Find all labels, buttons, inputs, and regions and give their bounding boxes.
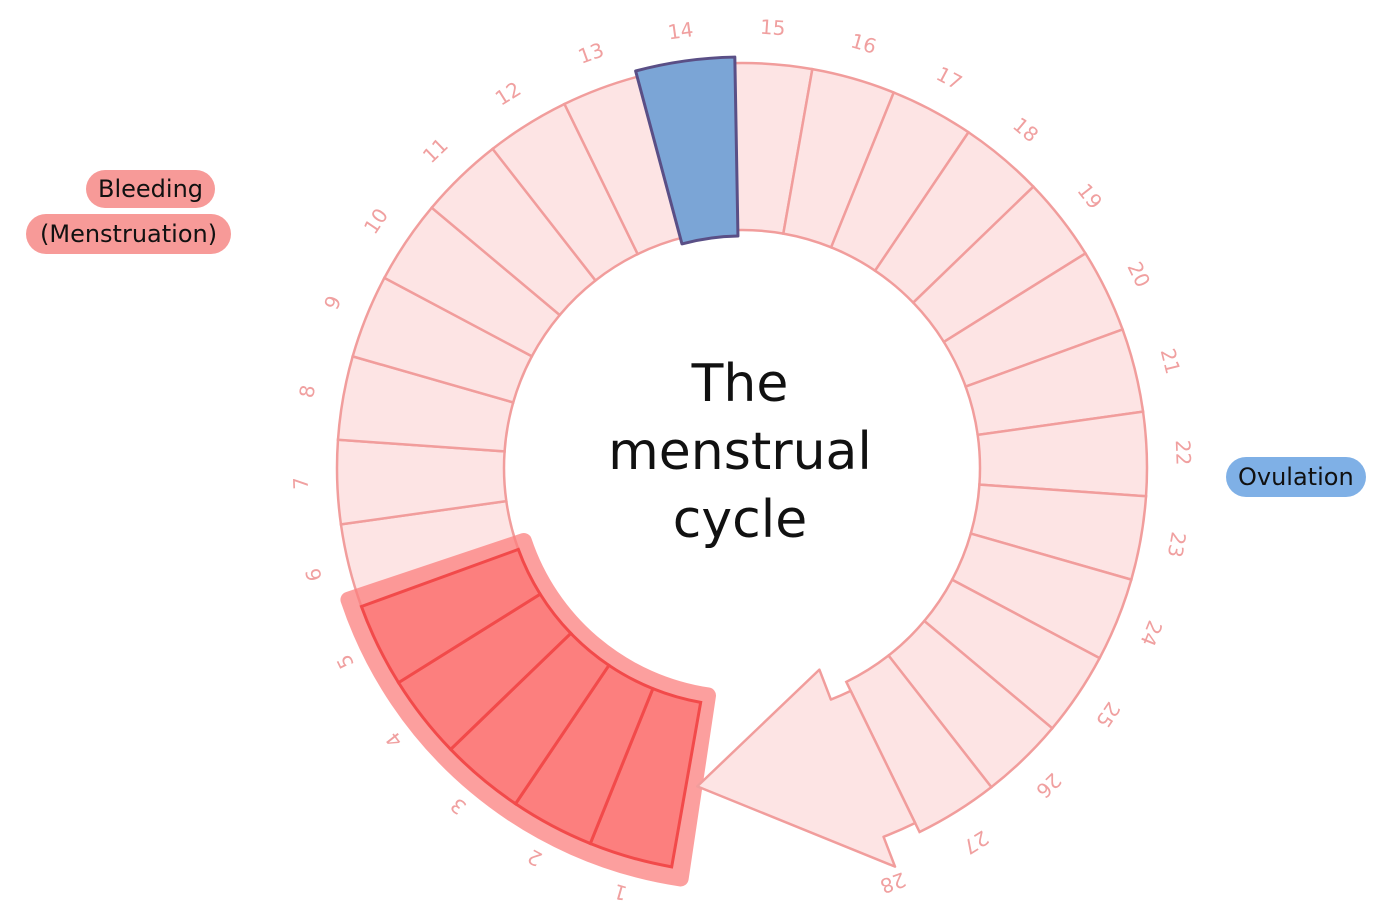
day-label-11: 11 (418, 133, 453, 168)
day-label-14: 14 (666, 17, 695, 44)
day-label-27: 27 (959, 825, 993, 859)
bleeding-label-line-1: Bleeding (86, 170, 216, 208)
day-label-2: 2 (523, 844, 546, 871)
bleeding-label-line-2: (Menstruation) (26, 214, 232, 254)
title-line-3: cycle (672, 490, 808, 550)
day-label-17: 17 (932, 62, 966, 95)
day-label-20: 20 (1122, 258, 1155, 291)
day-label-3: 3 (446, 793, 471, 820)
day-label-8: 8 (294, 383, 320, 400)
day-label-24: 24 (1135, 617, 1167, 650)
bleeding-label: Bleeding (Menstruation) (26, 170, 266, 260)
phase-highlights (340, 55, 740, 887)
day-label-28: 28 (877, 867, 909, 898)
day-label-5: 5 (332, 651, 359, 673)
day-label-4: 4 (381, 727, 408, 752)
day-label-18: 18 (1008, 112, 1043, 147)
day-label-12: 12 (491, 77, 525, 111)
bleeding-segment-5 (359, 547, 543, 685)
day-label-1: 1 (611, 879, 630, 906)
day-label-25: 25 (1091, 698, 1125, 733)
day-label-23: 23 (1163, 530, 1191, 559)
day-label-26: 26 (1031, 768, 1066, 803)
day-label-19: 19 (1073, 179, 1108, 214)
day-segment-27 (844, 653, 994, 834)
day-label-15: 15 (759, 15, 786, 41)
day-label-10: 10 (359, 204, 393, 239)
day-label-7: 7 (289, 477, 313, 491)
day-label-13: 13 (575, 37, 607, 68)
ovulation-label: Ovulation (1226, 457, 1366, 497)
diagram-title: The menstrual cycle (560, 350, 920, 554)
day-label-21: 21 (1156, 346, 1185, 377)
ovulation-segment (634, 55, 740, 246)
title-line-2: menstrual (608, 422, 872, 482)
day-label-16: 16 (848, 29, 879, 59)
day-label-6: 6 (300, 566, 326, 584)
cycle-arrow-head (696, 668, 917, 868)
cycle-arrow (696, 668, 917, 868)
day-label-22: 22 (1171, 439, 1196, 465)
day-label-9: 9 (319, 292, 346, 313)
title-line-1: The (691, 354, 789, 414)
